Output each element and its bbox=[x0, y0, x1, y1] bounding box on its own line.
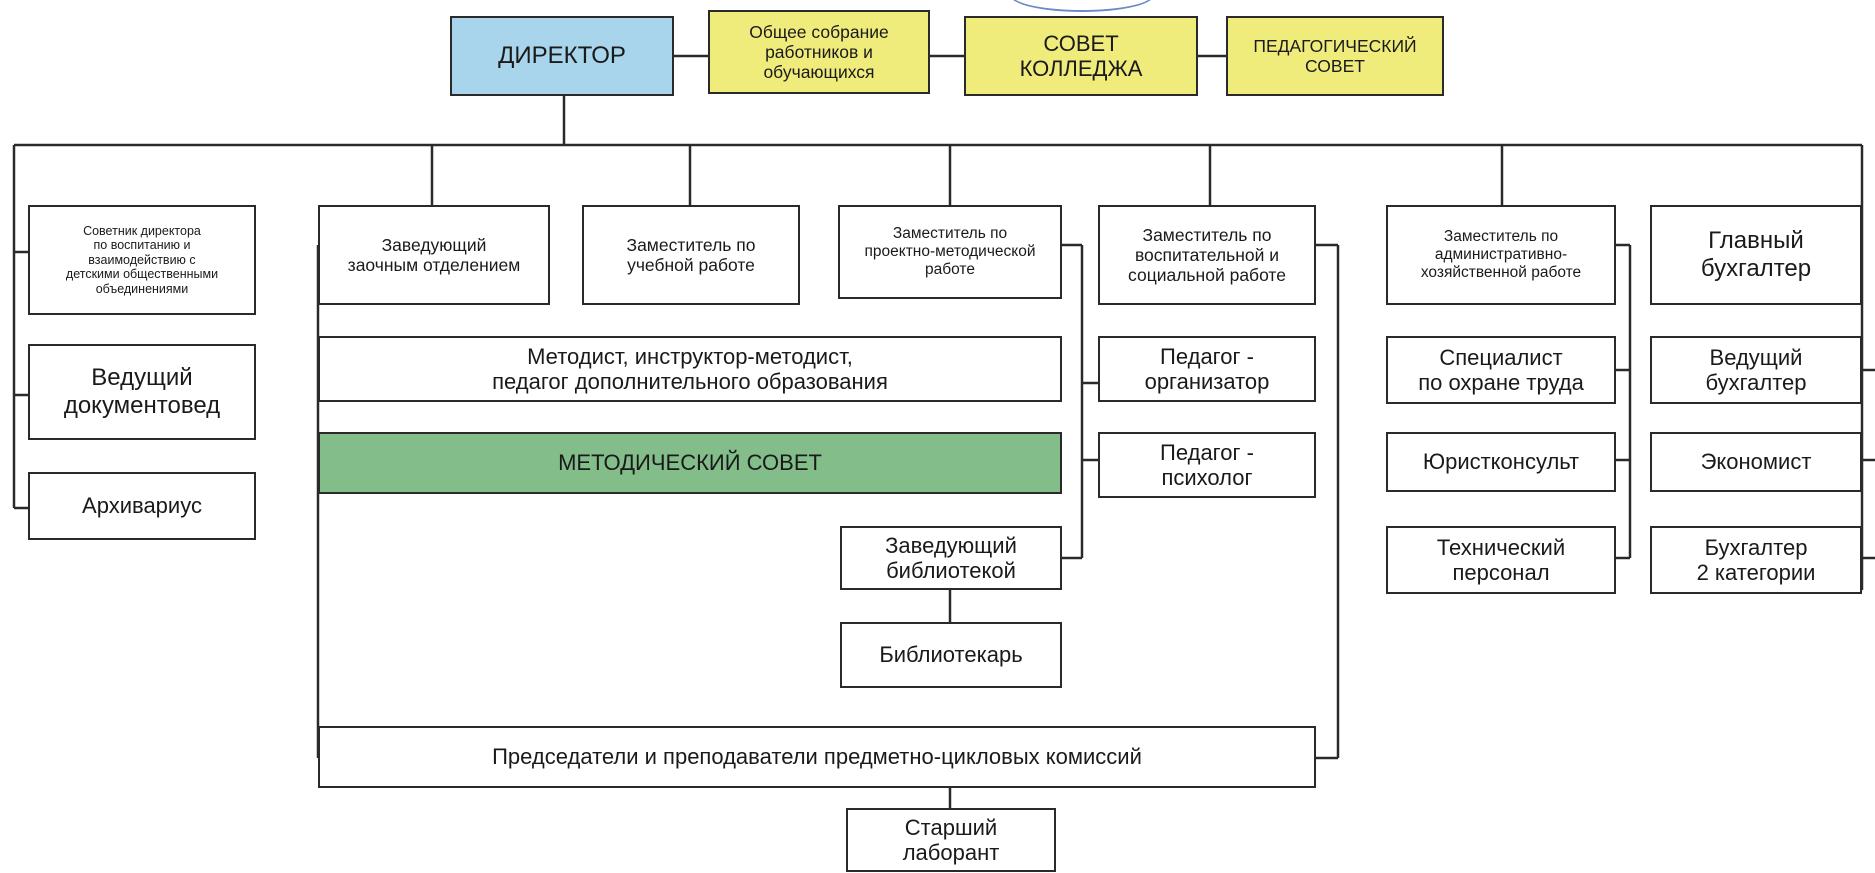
chief-accountant-box: Главный бухгалтер bbox=[1650, 205, 1862, 305]
archivist-box: Архивариус bbox=[28, 472, 256, 540]
pedagogical-council-box: ПЕДАГОГИЧЕСКИЙ СОВЕТ bbox=[1226, 16, 1444, 96]
head-library-box: Заведующий библиотекой bbox=[840, 526, 1062, 590]
senior-lab-box: Старший лаборант bbox=[846, 808, 1056, 872]
college-council-box: СОВЕТ КОЛЛЕДЖА bbox=[964, 16, 1198, 96]
director-box: ДИРЕКТОР bbox=[450, 16, 674, 96]
lead-accountant-box: Ведущий бухгалтер bbox=[1650, 336, 1862, 404]
labor-safety-box: Специалист по охране труда bbox=[1386, 336, 1616, 404]
advisor-box: Советник директора по воспитанию и взаим… bbox=[28, 205, 256, 315]
technical-staff-box: Технический персонал bbox=[1386, 526, 1616, 594]
legal-counsel-box: Юристконсульт bbox=[1386, 432, 1616, 492]
head-correspondence-box: Заведующий заочным отделением bbox=[318, 205, 550, 305]
economist-box: Экономист bbox=[1650, 432, 1862, 492]
deputy-methodical-box: Заместитель по проектно-методической раб… bbox=[838, 205, 1062, 299]
deputy-social-box: Заместитель по воспитательной и социальн… bbox=[1098, 205, 1316, 305]
methodical-council-box: МЕТОДИЧЕСКИЙ СОВЕТ bbox=[318, 432, 1062, 494]
committee-chairs-box: Председатели и преподаватели предметно-ц… bbox=[318, 726, 1316, 788]
pedagogue-organizer-box: Педагог - организатор bbox=[1098, 336, 1316, 402]
methodologists-box: Методист, инструктор-методист, педагог д… bbox=[318, 336, 1062, 402]
accountant-cat2-box: Бухгалтер 2 категории bbox=[1650, 526, 1862, 594]
lead-records-manager-box: Ведущий документовед bbox=[28, 344, 256, 440]
librarian-box: Библиотекарь bbox=[840, 622, 1062, 688]
deputy-academic-box: Заместитель по учебной работе bbox=[582, 205, 800, 305]
general-meeting-box: Общее собрание работников и обучающихся bbox=[708, 10, 930, 94]
deputy-admin-box: Заместитель по административно- хозяйств… bbox=[1386, 205, 1616, 305]
pedagogue-psychologist-box: Педагог - психолог bbox=[1098, 432, 1316, 498]
